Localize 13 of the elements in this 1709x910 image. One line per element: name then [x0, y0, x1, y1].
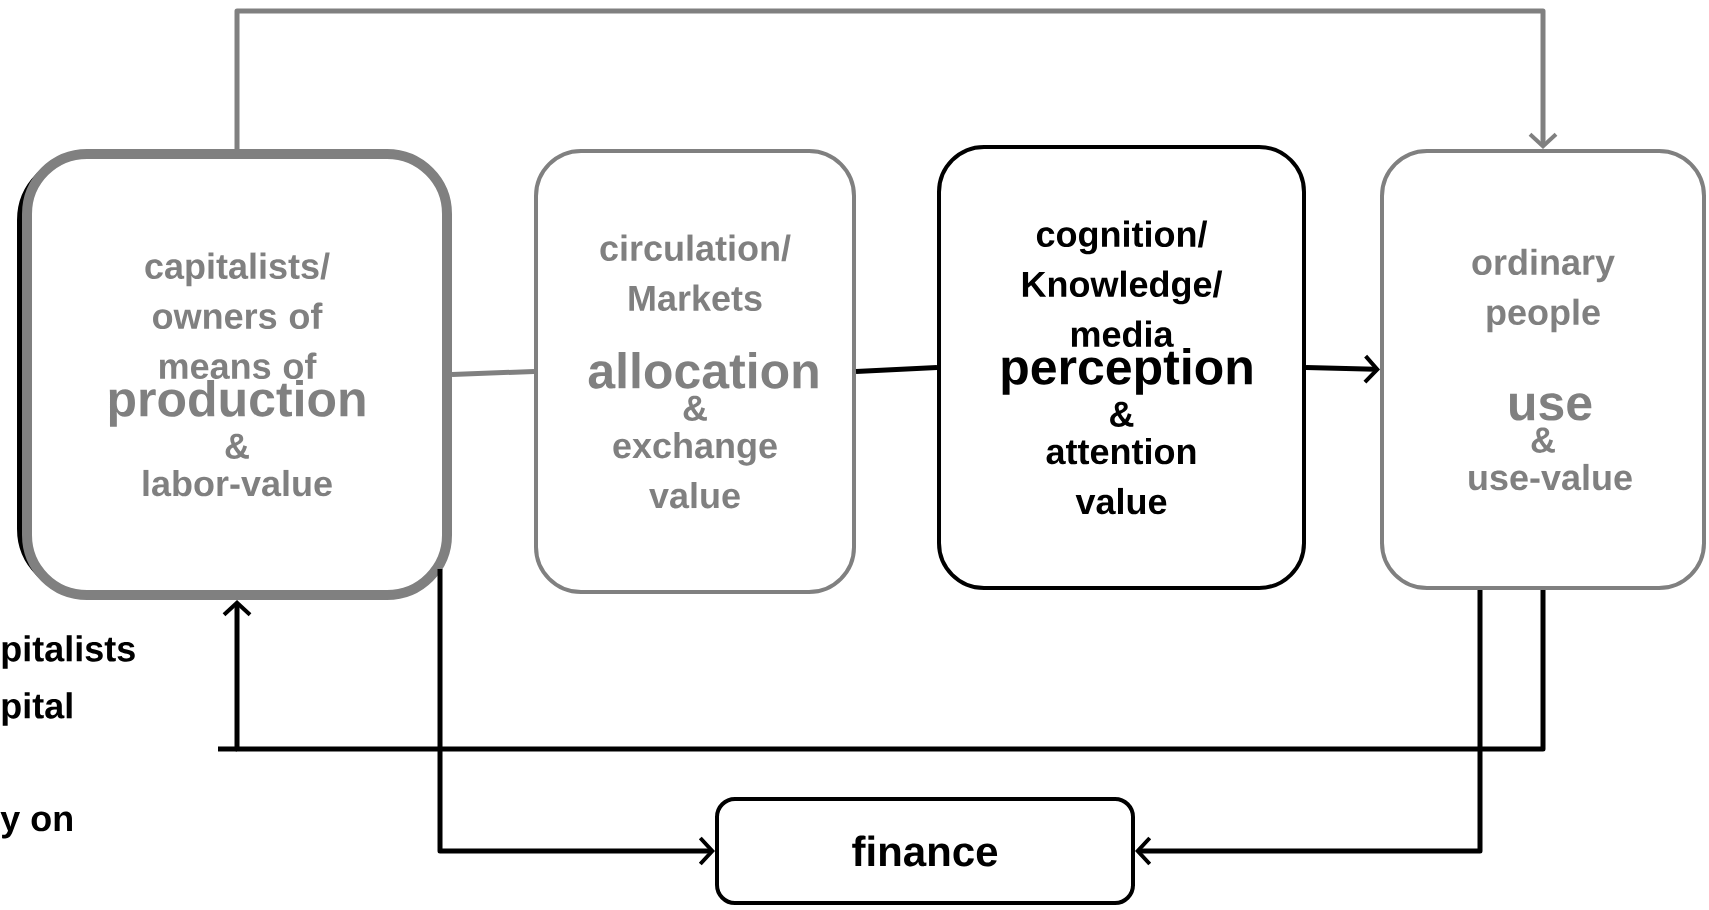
side-text: pitalists — [2, 635, 135, 669]
arrow — [1135, 590, 1483, 866]
arrow — [222, 590, 1546, 752]
rounded-box: cognition/ Knowledge/ media perception & attention value — [937, 145, 1306, 590]
side-text: y on — [0, 811, 72, 839]
rounded-box: circulation/ Markets allocation & exchange value — [534, 149, 856, 594]
rounded-box: capitalists/ owners of means of production & labor-value — [17, 149, 452, 600]
rounded-box: finance — [715, 797, 1135, 905]
arrow — [234, 8, 1558, 149]
arrow — [1305, 354, 1380, 384]
rounded-box: ordinary people use & use-value — [1380, 149, 1706, 590]
arrow — [437, 569, 715, 866]
side-text: pital — [2, 692, 72, 726]
